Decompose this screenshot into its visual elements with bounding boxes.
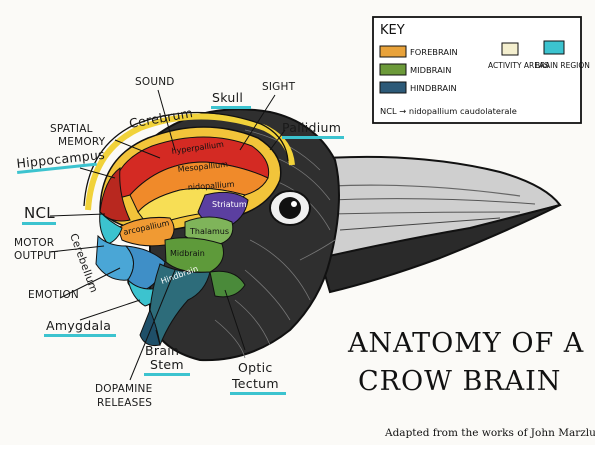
brain-stem-label-1: Brain [145, 343, 179, 358]
spatial-memory-label-1: SPATIAL [50, 123, 93, 135]
key-swatch-forebrain [380, 46, 406, 57]
key-label-region: BRAIN REGION [535, 61, 590, 70]
skull-label: Skull [212, 90, 243, 105]
ncl-label: NCL [24, 204, 55, 222]
key-label-midbrain: MIDBRAIN [410, 65, 451, 75]
eye-icon [279, 197, 301, 219]
striatum-label: Striatum [212, 200, 247, 209]
amygdala-label: Amygdala [46, 318, 111, 333]
dopamine-label-1: DOPAMINE [95, 383, 152, 395]
key-label-forebrain: FOREBRAIN [410, 47, 458, 57]
thalamus-label: Thalamus [189, 227, 229, 236]
spatial-memory-label-2: MEMORY [58, 136, 106, 148]
credit-text: Adapted from the works of John Marzluff [384, 427, 595, 439]
motor-output-label-2: OUTPUT [14, 250, 58, 262]
title-line-1: ANATOMY OF A [347, 328, 584, 359]
pallidium-label: Pallidium [282, 120, 341, 135]
motor-output-label-1: MOTOR [14, 237, 54, 249]
dopamine-label-2: RELEASES [97, 397, 152, 409]
title-line-2: CROW BRAIN [358, 366, 561, 397]
sound-label: SOUND [135, 76, 175, 88]
key-swatch-midbrain [380, 64, 406, 75]
optic-tectum-label-1: Optic [238, 360, 273, 375]
key-legend: KEY FOREBRAIN MIDBRAIN HINDBRAIN ACTIVIT… [373, 17, 590, 123]
key-ncl-note: NCL → nidopallium caudolaterale [380, 106, 517, 116]
key-title: KEY [380, 23, 405, 38]
optic-tectum-label-2: Tectum [231, 376, 279, 391]
key-swatch-hindbrain [380, 82, 406, 93]
key-swatch-activity [502, 43, 518, 55]
key-swatch-region [544, 41, 564, 54]
brain-stem-label-2: Stem [150, 357, 184, 372]
key-label-hindbrain: HINDBRAIN [410, 83, 457, 93]
sight-label: SIGHT [262, 81, 296, 93]
emotion-label: EMOTION [28, 289, 79, 301]
midbrain-label: Midbrain [170, 249, 205, 258]
